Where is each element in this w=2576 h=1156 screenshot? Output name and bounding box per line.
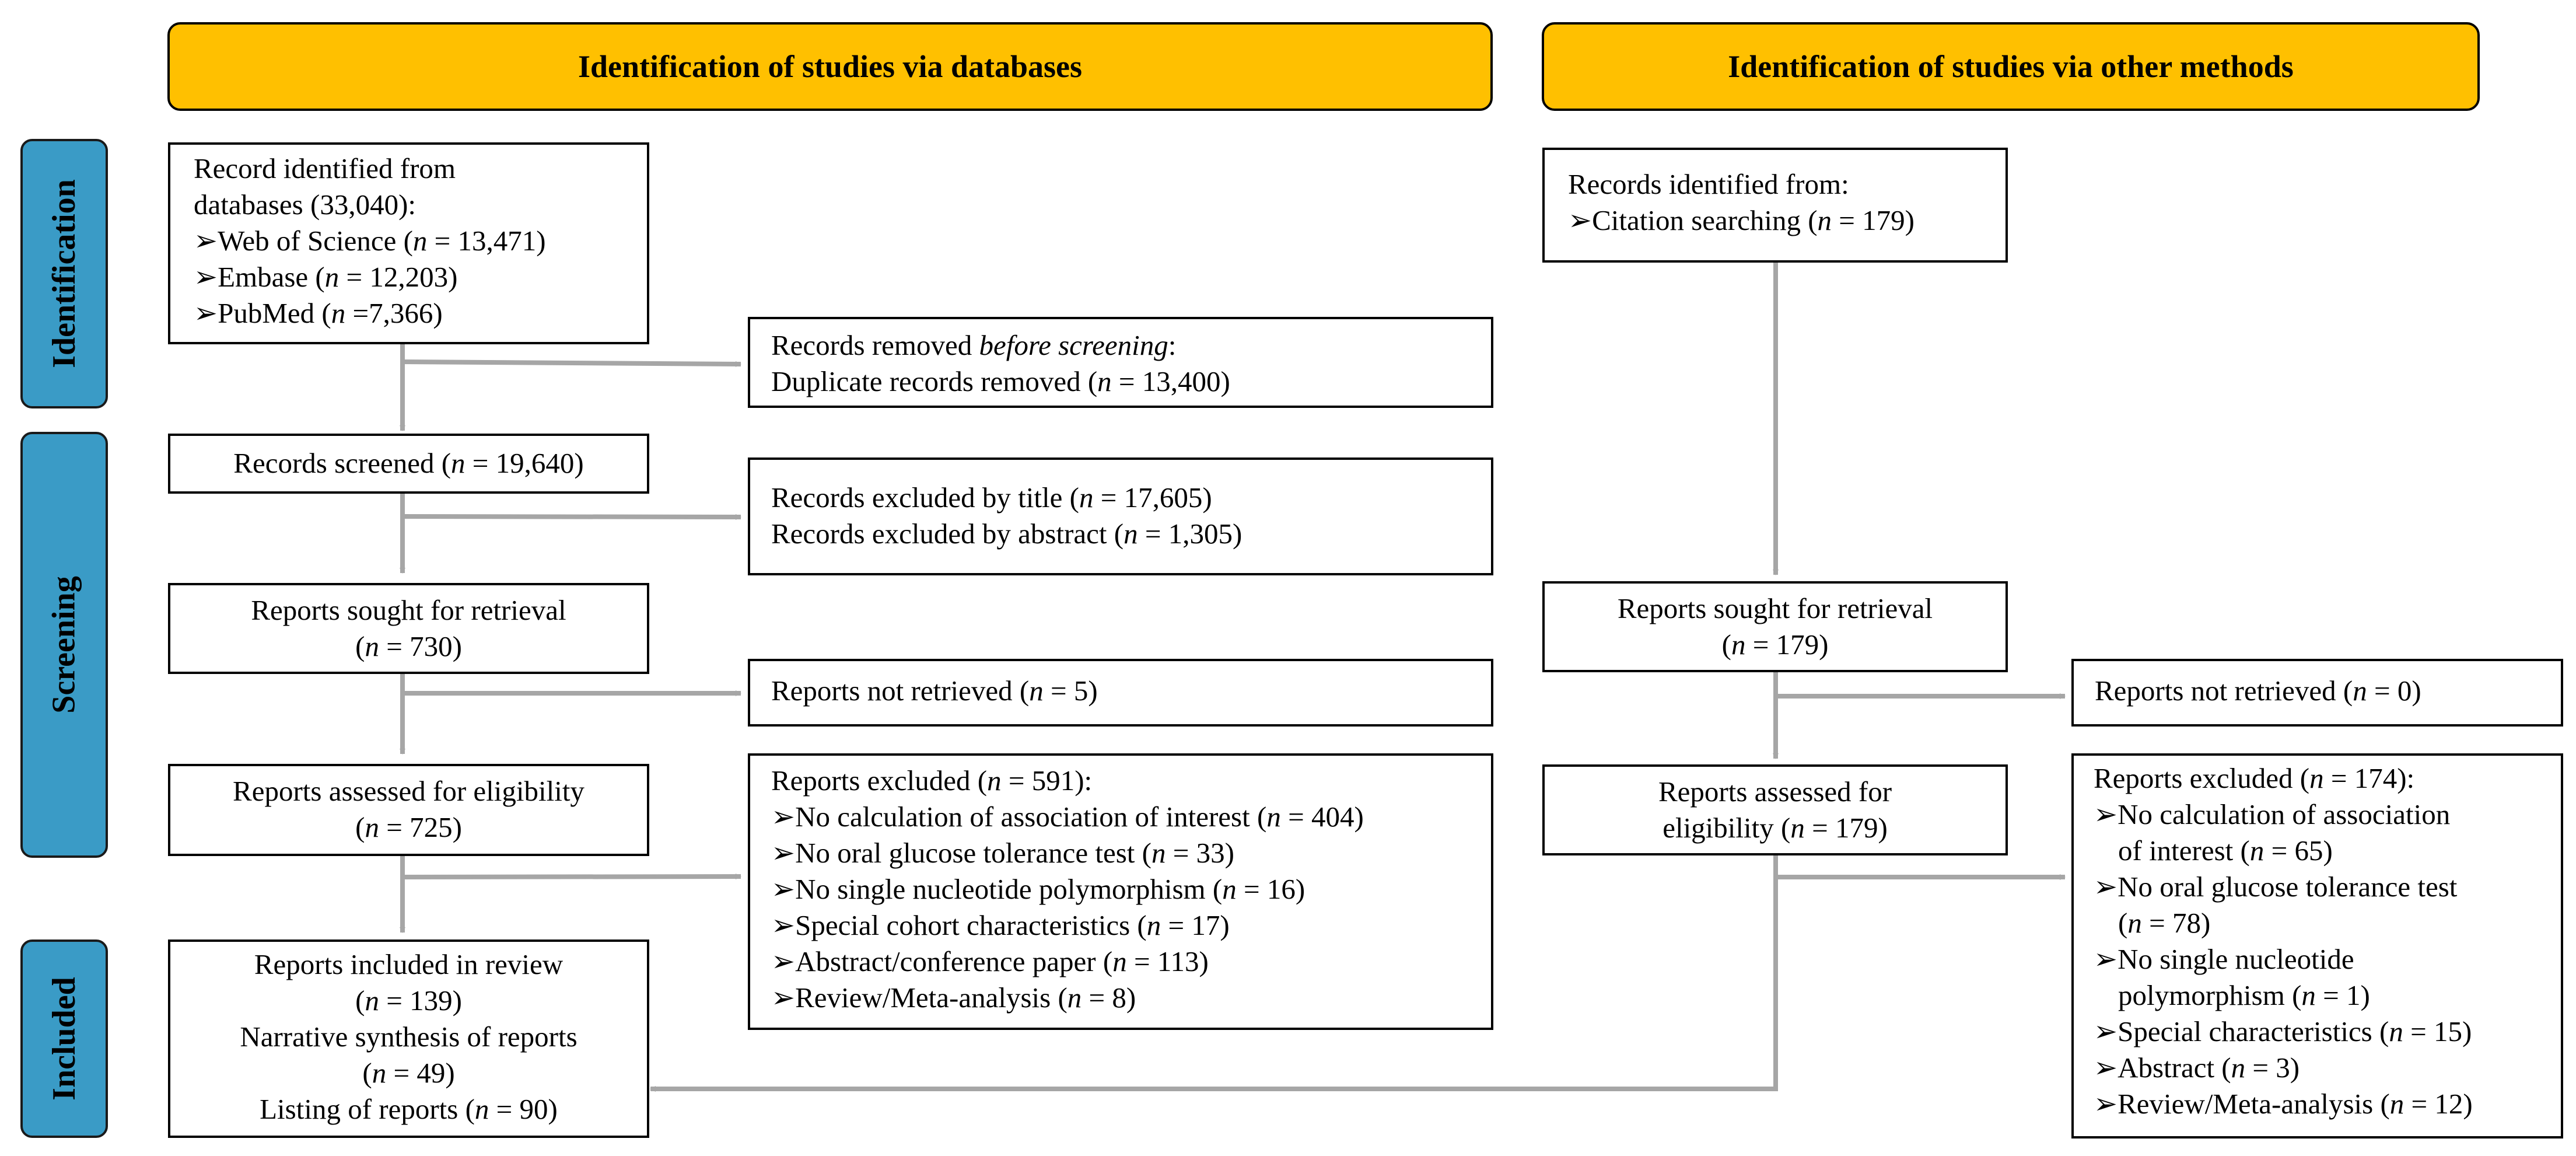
list-item-continued: polymorphism (n = 1) <box>2118 979 2370 1011</box>
box-reports-assessed: Reports assessed for eligibility (n = 72… <box>168 764 649 856</box>
box-reports-excluded: Reports excluded (n = 591): ➢No calculat… <box>748 753 1493 1030</box>
list-item: ➢No single nucleotide <box>2094 941 2540 977</box>
box-reports-not-retrieved: Reports not retrieved (n = 5) <box>748 659 1493 727</box>
text-line: (n = 725) <box>355 811 462 843</box>
list-item: ➢Abstract (n = 3) <box>2094 1050 2540 1086</box>
bullet-arrow-icon: ➢ <box>771 945 796 977</box>
list-item: ➢No oral glucose tolerance test <box>2094 869 2540 905</box>
bullet-arrow-icon: ➢ <box>2094 1015 2118 1047</box>
list-item: ➢PubMed (n =7,366) <box>194 295 626 331</box>
bullet-arrow-icon: ➢ <box>194 225 218 257</box>
phase-identification: Identification <box>20 139 108 408</box>
text-line: Narrative synthesis of reports <box>240 1021 578 1053</box>
phase-included-text: Included <box>46 977 83 1101</box>
phase-included: Included <box>20 940 108 1138</box>
text-line: Records screened (n = 19,640) <box>233 447 584 479</box>
list-item: ➢Citation searching (n = 179) <box>1568 202 1985 239</box>
list-item: ➢No oral glucose tolerance test (n = 33) <box>771 835 1470 871</box>
text-line: Reports assessed for eligibility <box>233 775 584 807</box>
header-databases: Identification of studies via databases <box>167 22 1493 111</box>
list-item: ➢Web of Science (n = 13,471) <box>194 223 626 259</box>
text-line: Reports sought for retrieval <box>251 594 566 626</box>
list-item: ➢No calculation of association <box>2094 797 2540 833</box>
text-line: Reports assessed for <box>1658 776 1892 808</box>
bullet-arrow-icon: ➢ <box>2094 1088 2118 1120</box>
list-item: ➢Abstract/conference paper (n = 113) <box>771 944 1470 980</box>
text-line: eligibility (n = 179) <box>1662 812 1888 844</box>
bullet-arrow-icon: ➢ <box>2094 798 2118 830</box>
box-reports-not-retrieved-other: Reports not retrieved (n = 0) <box>2071 659 2563 727</box>
list-item: ➢Special characteristics (n = 15) <box>2094 1014 2540 1050</box>
list-item: ➢No calculation of association of intere… <box>771 799 1470 835</box>
phase-screening-text: Screening <box>46 576 82 714</box>
box-reports-sought: Reports sought for retrieval (n = 730) <box>168 583 649 674</box>
text-line: Listing of reports (n = 90) <box>260 1093 558 1125</box>
box-records-identified-other: Records identified from: ➢Citation searc… <box>1542 148 2008 263</box>
bullet-arrow-icon: ➢ <box>771 837 796 869</box>
text-line: Records identified from: <box>1568 168 1849 200</box>
list-item: ➢No single nucleotide polymorphism (n = … <box>771 871 1470 907</box>
list-item: ➢Embase (n = 12,203) <box>194 259 626 295</box>
text-line: Record identified from <box>194 152 456 184</box>
text-line: databases (33,040): <box>194 188 416 221</box>
text-line: Reports excluded (n = 174): <box>2094 762 2415 794</box>
box-reports-assessed-other: Reports assessed for eligibility (n = 17… <box>1542 764 2008 855</box>
bullet-arrow-icon: ➢ <box>771 801 796 833</box>
bullet-arrow-icon: ➢ <box>2094 943 2118 975</box>
text-line: (n = 139) <box>355 984 462 1017</box>
text-line: Reports not retrieved (n = 0) <box>2095 675 2421 707</box>
text-line: Records removed before screening: <box>771 329 1177 361</box>
phase-identification-text: Identification <box>46 179 82 368</box>
bullet-arrow-icon: ➢ <box>2094 871 2118 903</box>
bullet-arrow-icon: ➢ <box>2094 1052 2118 1084</box>
text-line: (n = 179) <box>1721 628 1829 661</box>
box-reports-excluded-other: Reports excluded (n = 174): ➢No calculat… <box>2071 753 2563 1138</box>
list-item-continued: (n = 78) <box>2118 907 2211 939</box>
box-reports-included: Reports included in review (n = 139) Nar… <box>168 940 649 1138</box>
bullet-arrow-icon: ➢ <box>771 873 796 905</box>
text-line: Reports included in review <box>254 948 564 980</box>
header-other-methods-text: Identification of studies via other meth… <box>1728 49 2294 84</box>
bullet-arrow-icon: ➢ <box>1568 204 1592 236</box>
box-records-identified-databases: Record identified from databases (33,040… <box>168 142 649 344</box>
bullet-arrow-icon: ➢ <box>194 261 218 293</box>
bullet-arrow-icon: ➢ <box>771 909 796 941</box>
list-item: ➢Special cohort characteristics (n = 17) <box>771 907 1470 944</box>
text-line: Reports excluded (n = 591): <box>771 764 1093 797</box>
bullet-arrow-icon: ➢ <box>194 297 218 329</box>
text-line: Reports sought for retrieval <box>1617 592 1933 624</box>
text-line: Records excluded by abstract (n = 1,305) <box>771 518 1242 550</box>
list-item: ➢Review/Meta-analysis (n = 12) <box>2094 1086 2540 1122</box>
header-databases-text: Identification of studies via databases <box>578 49 1083 84</box>
phase-screening: Screening <box>20 432 108 858</box>
text-line: Duplicate records removed (n = 13,400) <box>771 365 1230 397</box>
box-records-excluded: Records excluded by title (n = 17,605) R… <box>748 457 1493 575</box>
list-item-continued: of interest (n = 65) <box>2118 834 2333 867</box>
list-item: ➢Review/Meta-analysis (n = 8) <box>771 980 1470 1016</box>
text-line: (n = 49) <box>362 1057 455 1089</box>
bullet-arrow-icon: ➢ <box>771 982 796 1014</box>
box-records-removed: Records removed before screening: Duplic… <box>748 317 1493 408</box>
box-reports-sought-other: Reports sought for retrieval (n = 179) <box>1542 581 2008 672</box>
text-line: (n = 730) <box>355 630 462 662</box>
box-records-screened: Records screened (n = 19,640) <box>168 434 649 494</box>
text-line: Reports not retrieved (n = 5) <box>771 675 1098 707</box>
text-line: Records excluded by title (n = 17,605) <box>771 481 1212 514</box>
header-other-methods: Identification of studies via other meth… <box>1542 22 2480 111</box>
